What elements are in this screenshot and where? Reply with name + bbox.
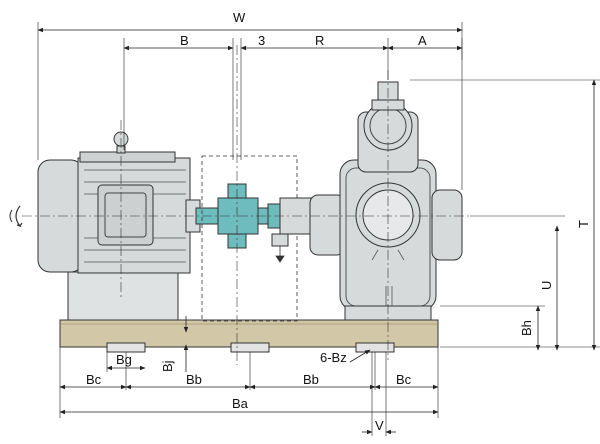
dim-label-Bg: Bg (116, 352, 132, 367)
dim-label-R: R (315, 33, 324, 48)
dim-label-Bb-left: Bb (186, 372, 202, 387)
dim-label-V: V (375, 418, 384, 433)
dim-label-Ba: Ba (232, 396, 249, 411)
anchor-slot (106, 342, 146, 353)
dim-label-6-Bz: 6-Bz (320, 350, 347, 365)
center-lines (22, 45, 470, 365)
dim-label-W: W (233, 10, 246, 25)
bottom-dimensions (59, 316, 439, 436)
dim-label-B: B (180, 33, 189, 48)
dim-label-T: T (576, 220, 591, 228)
dim-label-U: U (539, 281, 554, 290)
dim-label-Bc-left: Bc (86, 372, 102, 387)
electric-motor (37, 131, 201, 321)
dim-label-Bh: Bh (519, 320, 534, 336)
rotation-direction-arrow-icon (9, 205, 23, 228)
top-dimensions (37, 22, 463, 190)
right-dimensions (410, 79, 600, 351)
dim-label-Bj: Bj (160, 360, 175, 372)
dim-label-Bb-right: Bb (303, 372, 319, 387)
dim-label-A: A (418, 33, 427, 48)
gear-pump (271, 81, 463, 321)
baseplate (59, 319, 439, 353)
dim-label-Bc-right: Bc (396, 372, 412, 387)
dim-label-3: 3 (258, 33, 265, 48)
